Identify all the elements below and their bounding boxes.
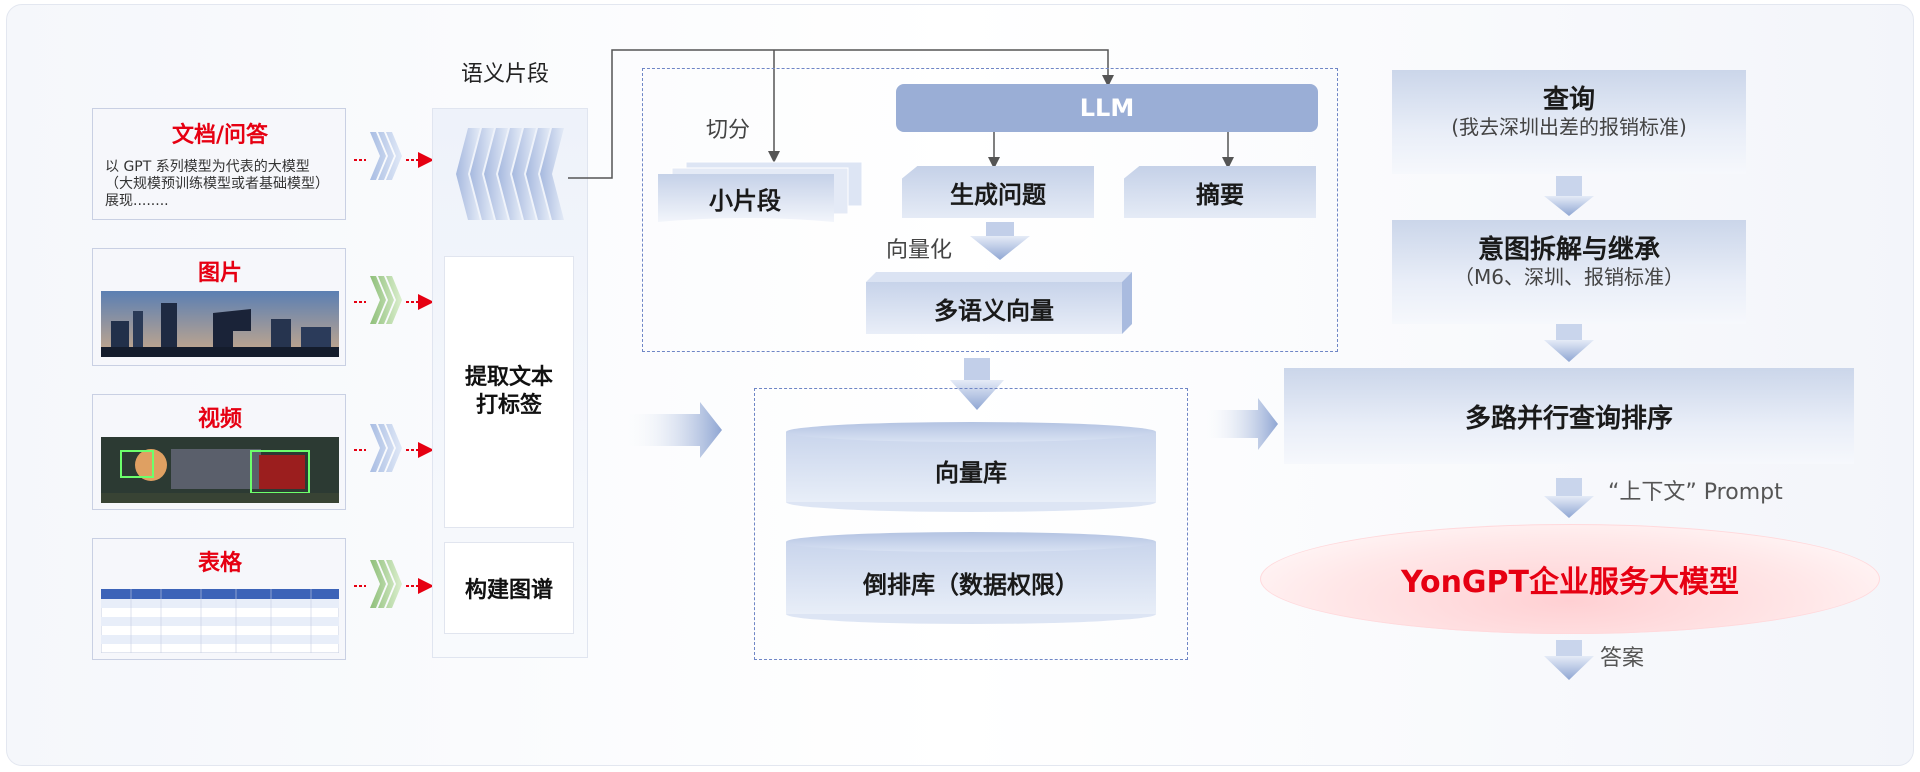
semantic-fragment-label: 语义片段 [460,62,549,87]
image-card: 图片 [92,248,346,366]
small-segment-label: 小片段 [709,186,781,215]
parallel-query-label: 多路并行查询排序 [1464,403,1673,434]
generate-questions-box: 生成问题 [902,166,1094,218]
context-prompt-label: “上下文” Prompt [1608,480,1783,505]
doc-title: 文档/问答 [171,123,269,148]
video-title: 视频 [197,407,242,432]
query-title: 查询 [1542,84,1595,115]
intent-box: 意图拆解与继承 （M6、深圳、报销标准） [1392,220,1746,324]
build-graph-card: 构建图谱 [444,542,574,634]
down-arrow-icon [1544,640,1594,680]
big-right-arrow-icon [624,402,722,458]
vector-processing-panel [642,68,1338,352]
table-thumbnail-icon [101,589,339,653]
extract-text-label: 提取文本打标签 [464,365,553,418]
multi-vector-box-3d [866,272,1132,334]
down-arrow-icon [1544,176,1594,216]
query-box: 查询 (我去深圳出差的报销标准) [1392,70,1746,174]
down-arrow-icon [970,222,1030,260]
down-arrow-icon [1544,478,1594,518]
down-arrow-icon [1544,322,1594,362]
small-segment-stack-icon [658,161,863,222]
doc-desc-line-3: 展现........ [105,193,169,209]
inverted-index-label: 倒排库（数据权限） [863,570,1079,599]
query-example: (我去深圳出差的报销标准) [1451,114,1687,139]
vectorize-label: 向量化 [886,238,953,263]
chevron-arrow-icon [354,132,434,180]
down-arrow-icon [950,358,1004,410]
big-right-arrow-icon [1202,398,1278,450]
doc-desc-line-1: 以 GPT 系列模型为代表的大模型 [105,159,310,175]
generate-questions-label: 生成问题 [950,180,1046,209]
parallel-query-box: 多路并行查询排序 [1284,368,1854,464]
summary-label: 摘要 [1196,180,1244,209]
stacked-pages-icon [456,128,564,220]
video-card: 视频 [92,394,346,510]
chevron-arrow-icon [354,560,434,608]
inverted-index-cylinder: 倒排库（数据权限） [786,532,1156,624]
doc-desc-line-2: （大规模预训练模型或者基础模型） [105,176,329,192]
image-title: 图片 [197,261,242,286]
source-connectors [354,132,434,608]
summary-box: 摘要 [1124,166,1316,218]
vector-db-label: 向量库 [935,458,1007,487]
doc-card: 文档/问答 以 GPT 系列模型为代表的大模型 （大规模预训练模型或者基础模型）… [92,108,346,220]
photo-city-icon [101,291,339,357]
extract-text-card: 提取文本打标签 [444,256,574,528]
table-title: 表格 [197,551,242,576]
build-graph-label: 构建图谱 [464,578,553,603]
llm-label: LLM [1079,94,1135,122]
photo-truck-icon [101,437,339,503]
model-name: YonGPT企业服务大模型 [1400,565,1739,600]
storage-panel [754,388,1188,660]
llm-bar: LLM [896,84,1318,132]
vector-db-cylinder: 向量库 [786,422,1156,512]
answer-label: 答案 [1600,646,1645,671]
chevron-arrow-icon [354,276,434,324]
intent-title: 意图拆解与继承 [1477,234,1660,265]
table-card: 表格 [92,538,346,660]
split-label: 切分 [706,118,751,143]
intent-detail: （M6、深圳、报销标准） [1454,264,1684,289]
chevron-arrow-icon [354,424,434,472]
model-ellipse: YonGPT企业服务大模型 [1260,524,1880,634]
multi-semantic-vector-label: 多语义向量 [934,296,1054,325]
